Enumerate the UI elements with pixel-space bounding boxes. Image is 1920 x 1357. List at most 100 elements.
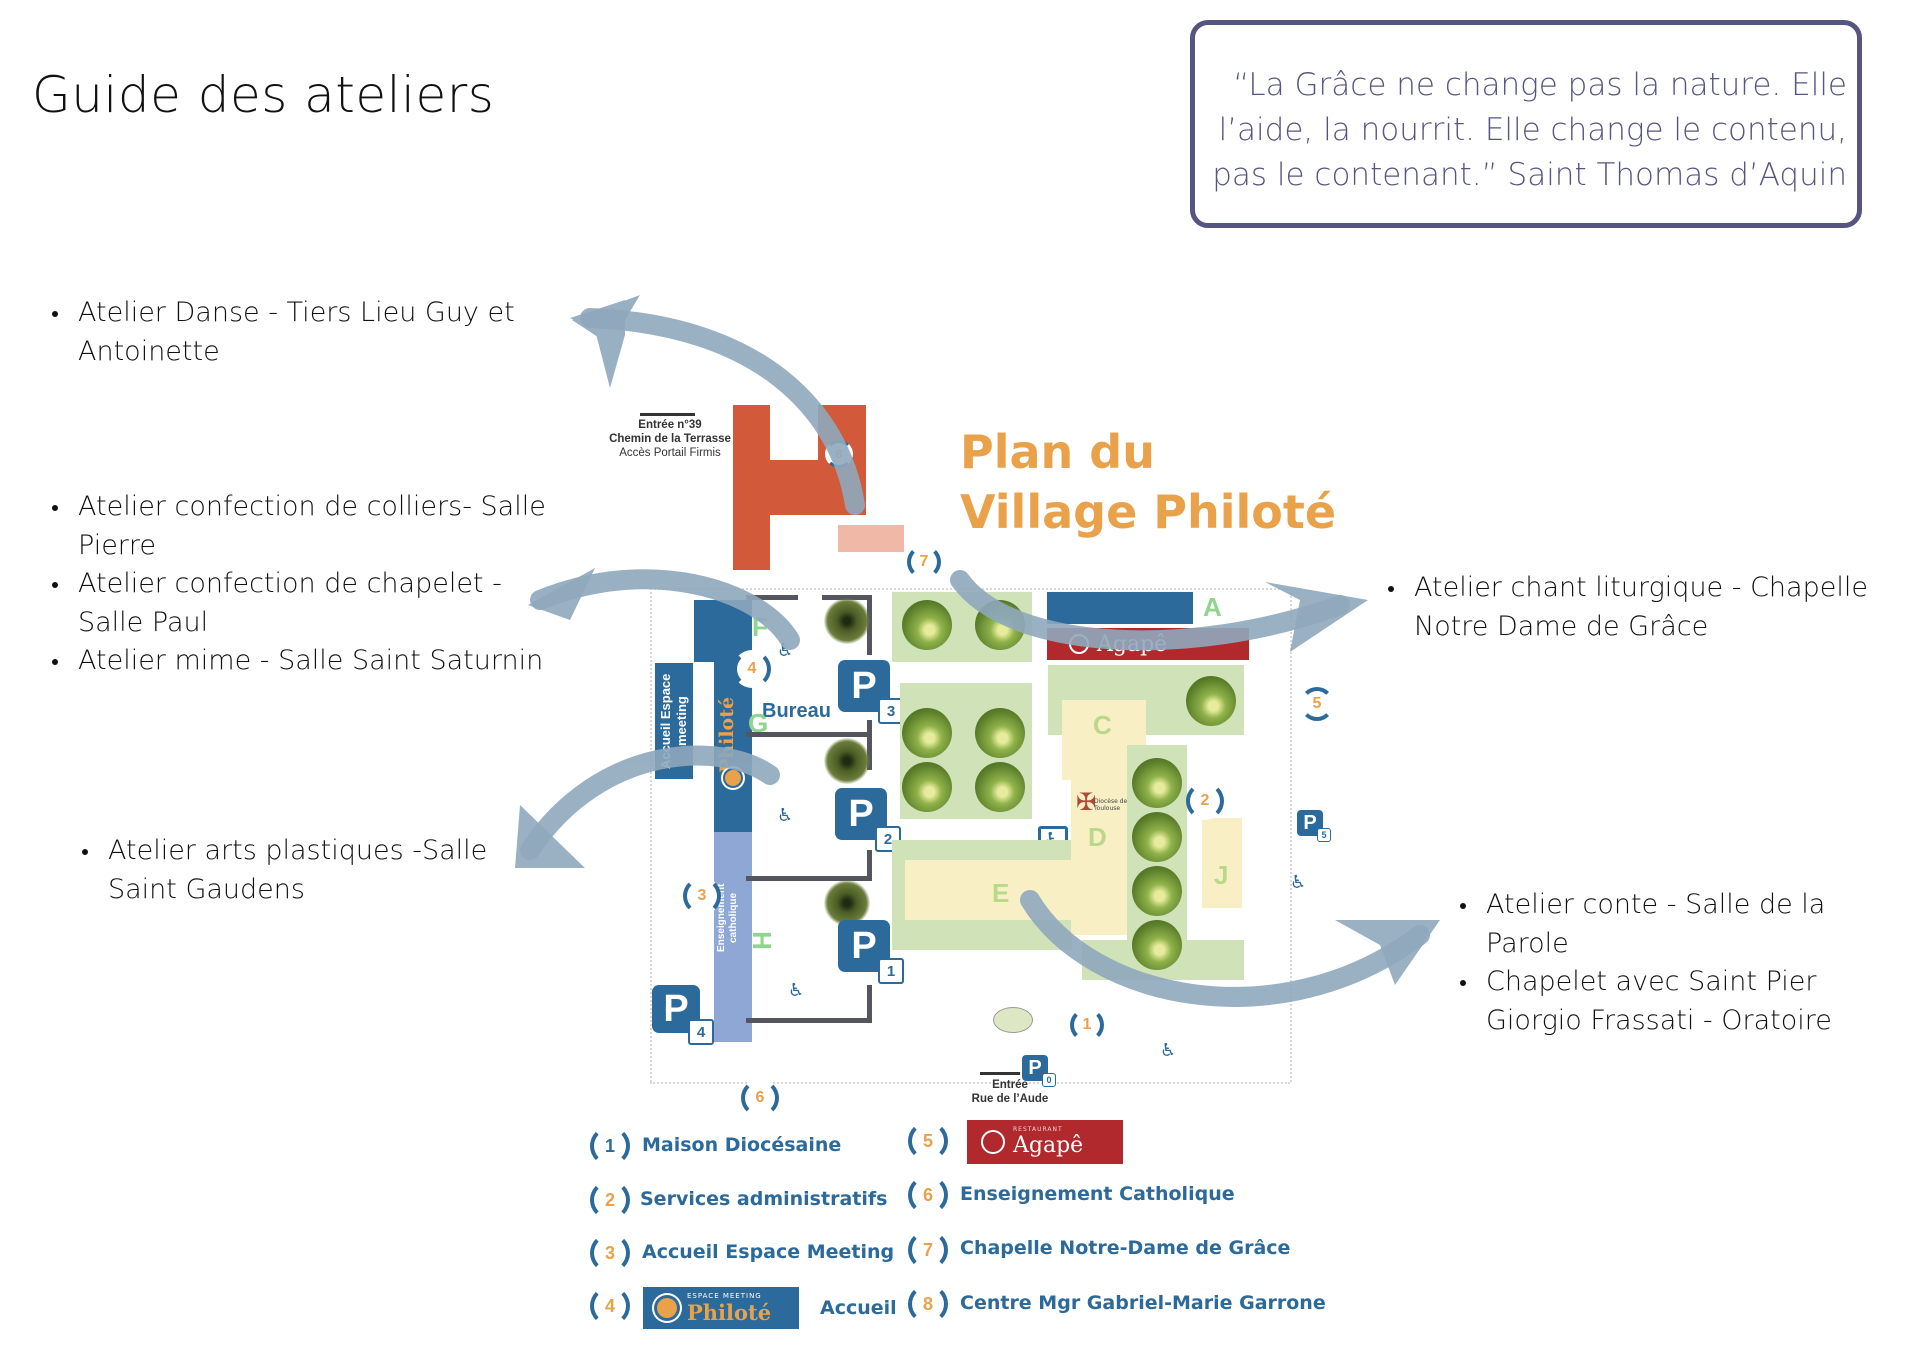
workshop-item: Atelier confection de chapelet - Salle P… bbox=[52, 565, 552, 642]
agape-badge-small: RESTAURANT bbox=[1013, 1126, 1063, 1133]
legend-marker-7: 7 bbox=[908, 1230, 948, 1270]
building-annex bbox=[838, 525, 904, 552]
entry-south-line1: Entrée bbox=[992, 1079, 1028, 1091]
building-chapel-top bbox=[1047, 592, 1193, 624]
marker-7: 7 bbox=[907, 545, 941, 579]
tree-icon bbox=[975, 600, 1025, 650]
diocese-logo: ✠ bbox=[1076, 788, 1097, 816]
workshop-item: Atelier Danse - Tiers Lieu Guy et Antoin… bbox=[52, 294, 552, 371]
map-boundary bbox=[650, 1082, 1290, 1084]
tree-icon bbox=[1132, 920, 1182, 970]
entry-north-bar bbox=[640, 413, 695, 416]
legend-label-2: Services administratifs bbox=[640, 1188, 888, 1210]
quote-box: “La Grâce ne change pas la nature. Elle … bbox=[1190, 20, 1862, 228]
marker-4: 4 bbox=[733, 650, 771, 688]
legend-marker-2: 2 bbox=[590, 1180, 630, 1220]
philote-badge-small: ESPACE MEETING bbox=[687, 1291, 762, 1300]
palm-tree-icon bbox=[824, 738, 870, 784]
wheelchair-icon: ♿ bbox=[777, 640, 794, 661]
wheelchair-icon: ♿ bbox=[1290, 872, 1307, 893]
parking-line bbox=[746, 595, 798, 600]
entry-south-line2: Rue de l’Aude bbox=[971, 1093, 1049, 1105]
parking-sign-2: P 2 bbox=[835, 788, 901, 852]
parking-sign-0: P 0 bbox=[1022, 1055, 1056, 1087]
entry-south-bar bbox=[980, 1072, 1020, 1075]
legend-label-3: Accueil Espace Meeting bbox=[642, 1241, 895, 1263]
restaurant-logo-icon bbox=[1069, 634, 1089, 654]
workshop-list-top-right: Atelier chant liturgique - Chapelle Notr… bbox=[1388, 569, 1888, 646]
workshop-list-bottom-left: Atelier arts plastiques -Salle Saint Gau… bbox=[82, 832, 542, 909]
legend-label-8: Centre Mgr Gabriel-Marie Garrone bbox=[960, 1292, 1326, 1314]
legend-marker-4: 4 bbox=[590, 1286, 630, 1326]
palm-tree-icon bbox=[824, 598, 870, 644]
restaurant-logo-icon bbox=[981, 1130, 1005, 1154]
parking-sign-5: P 5 bbox=[1297, 810, 1331, 842]
quote-text: “La Grâce ne change pas la nature. Elle … bbox=[1212, 67, 1847, 193]
zone-letter-f: F bbox=[752, 612, 768, 642]
agape-badge: RESTAURANT Agapê bbox=[967, 1120, 1123, 1164]
parking-number: 3 bbox=[878, 698, 904, 724]
zone-letter-j: J bbox=[1214, 860, 1229, 890]
map-boundary bbox=[1290, 588, 1292, 1082]
agape-badge-text: Agapê bbox=[1013, 1133, 1084, 1158]
legend-label-6: Enseignement Catholique bbox=[960, 1183, 1235, 1205]
parking-number: 4 bbox=[688, 1019, 714, 1045]
zone-letter-h: H bbox=[746, 931, 777, 950]
entry-north-line2: Chemin de la Terrasse bbox=[609, 433, 731, 445]
tree-icon bbox=[1186, 676, 1236, 726]
tree-icon bbox=[975, 708, 1025, 758]
philote-logo-icon bbox=[657, 1298, 677, 1318]
entry-north-label: Entrée n°39 Chemin de la Terrasse Accès … bbox=[600, 418, 740, 460]
parking-line bbox=[867, 720, 872, 770]
parking-symbol: P bbox=[663, 987, 689, 1030]
legend-marker-6: 6 bbox=[908, 1175, 948, 1215]
parking-number: 1 bbox=[878, 958, 904, 984]
zone-letter-c: C bbox=[1093, 710, 1112, 740]
building-enseignement bbox=[714, 832, 752, 1042]
parking-sign-1: P 1 bbox=[838, 920, 904, 984]
workshop-item: Atelier mime - Salle Saint Saturnin bbox=[52, 642, 552, 681]
page-title: Guide des ateliers bbox=[32, 66, 495, 124]
workshop-item: Atelier arts plastiques -Salle Saint Gau… bbox=[82, 832, 542, 909]
workshop-list-top-left: Atelier Danse - Tiers Lieu Guy et Antoin… bbox=[52, 294, 552, 371]
workshop-item: Atelier chant liturgique - Chapelle Notr… bbox=[1388, 569, 1888, 646]
workshop-item: Atelier conte - Salle de la Parole bbox=[1460, 886, 1900, 963]
zone-letter-e: E bbox=[992, 878, 1010, 908]
tree-icon bbox=[902, 762, 952, 812]
parking-line bbox=[867, 985, 872, 1023]
parking-number: 5 bbox=[1317, 828, 1331, 842]
parking-line bbox=[746, 876, 872, 881]
marker-3: 3 bbox=[683, 877, 721, 915]
parking-symbol: P bbox=[848, 792, 874, 835]
bureau-label: Bureau bbox=[762, 700, 831, 722]
agape-label: Agapê bbox=[1097, 631, 1168, 657]
marker-6: 6 bbox=[741, 1079, 779, 1117]
zone-letter-g: G bbox=[748, 708, 769, 738]
palm-tree-icon bbox=[824, 880, 870, 926]
map-title: Plan du Village Philoté bbox=[960, 422, 1336, 542]
parking-line bbox=[822, 595, 872, 600]
wheelchair-icon: ♿ bbox=[788, 980, 805, 1001]
tree-icon bbox=[902, 708, 952, 758]
parking-symbol: P bbox=[851, 664, 877, 707]
marker-5: 5 bbox=[1300, 687, 1334, 721]
workshop-item: Atelier confection de colliers- Salle Pi… bbox=[52, 488, 552, 565]
restaurant-agape-building: Agapê bbox=[1047, 628, 1249, 660]
legend-marker-8: 8 bbox=[908, 1284, 948, 1324]
parking-line bbox=[746, 732, 872, 737]
parking-symbol: P bbox=[1028, 1056, 1042, 1079]
marker-2: 2 bbox=[1186, 782, 1224, 820]
zone-letter-d: D bbox=[1088, 822, 1107, 852]
tree-icon bbox=[975, 762, 1025, 812]
pond bbox=[993, 1007, 1033, 1033]
tree-icon bbox=[1132, 866, 1182, 916]
map-boundary bbox=[650, 588, 1300, 590]
map-title-line2: Village Philoté bbox=[960, 485, 1337, 539]
legend-label-4: Accueil bbox=[820, 1297, 897, 1319]
entry-north-line3: Accès Portail Firmis bbox=[619, 447, 721, 459]
parking-number: 0 bbox=[1042, 1073, 1056, 1087]
philote-badge-text: Philoté bbox=[687, 1299, 772, 1325]
workshop-list-bottom-right: Atelier conte - Salle de la Parole Chape… bbox=[1460, 886, 1900, 1040]
wheelchair-icon: ♿ bbox=[1160, 1040, 1177, 1061]
